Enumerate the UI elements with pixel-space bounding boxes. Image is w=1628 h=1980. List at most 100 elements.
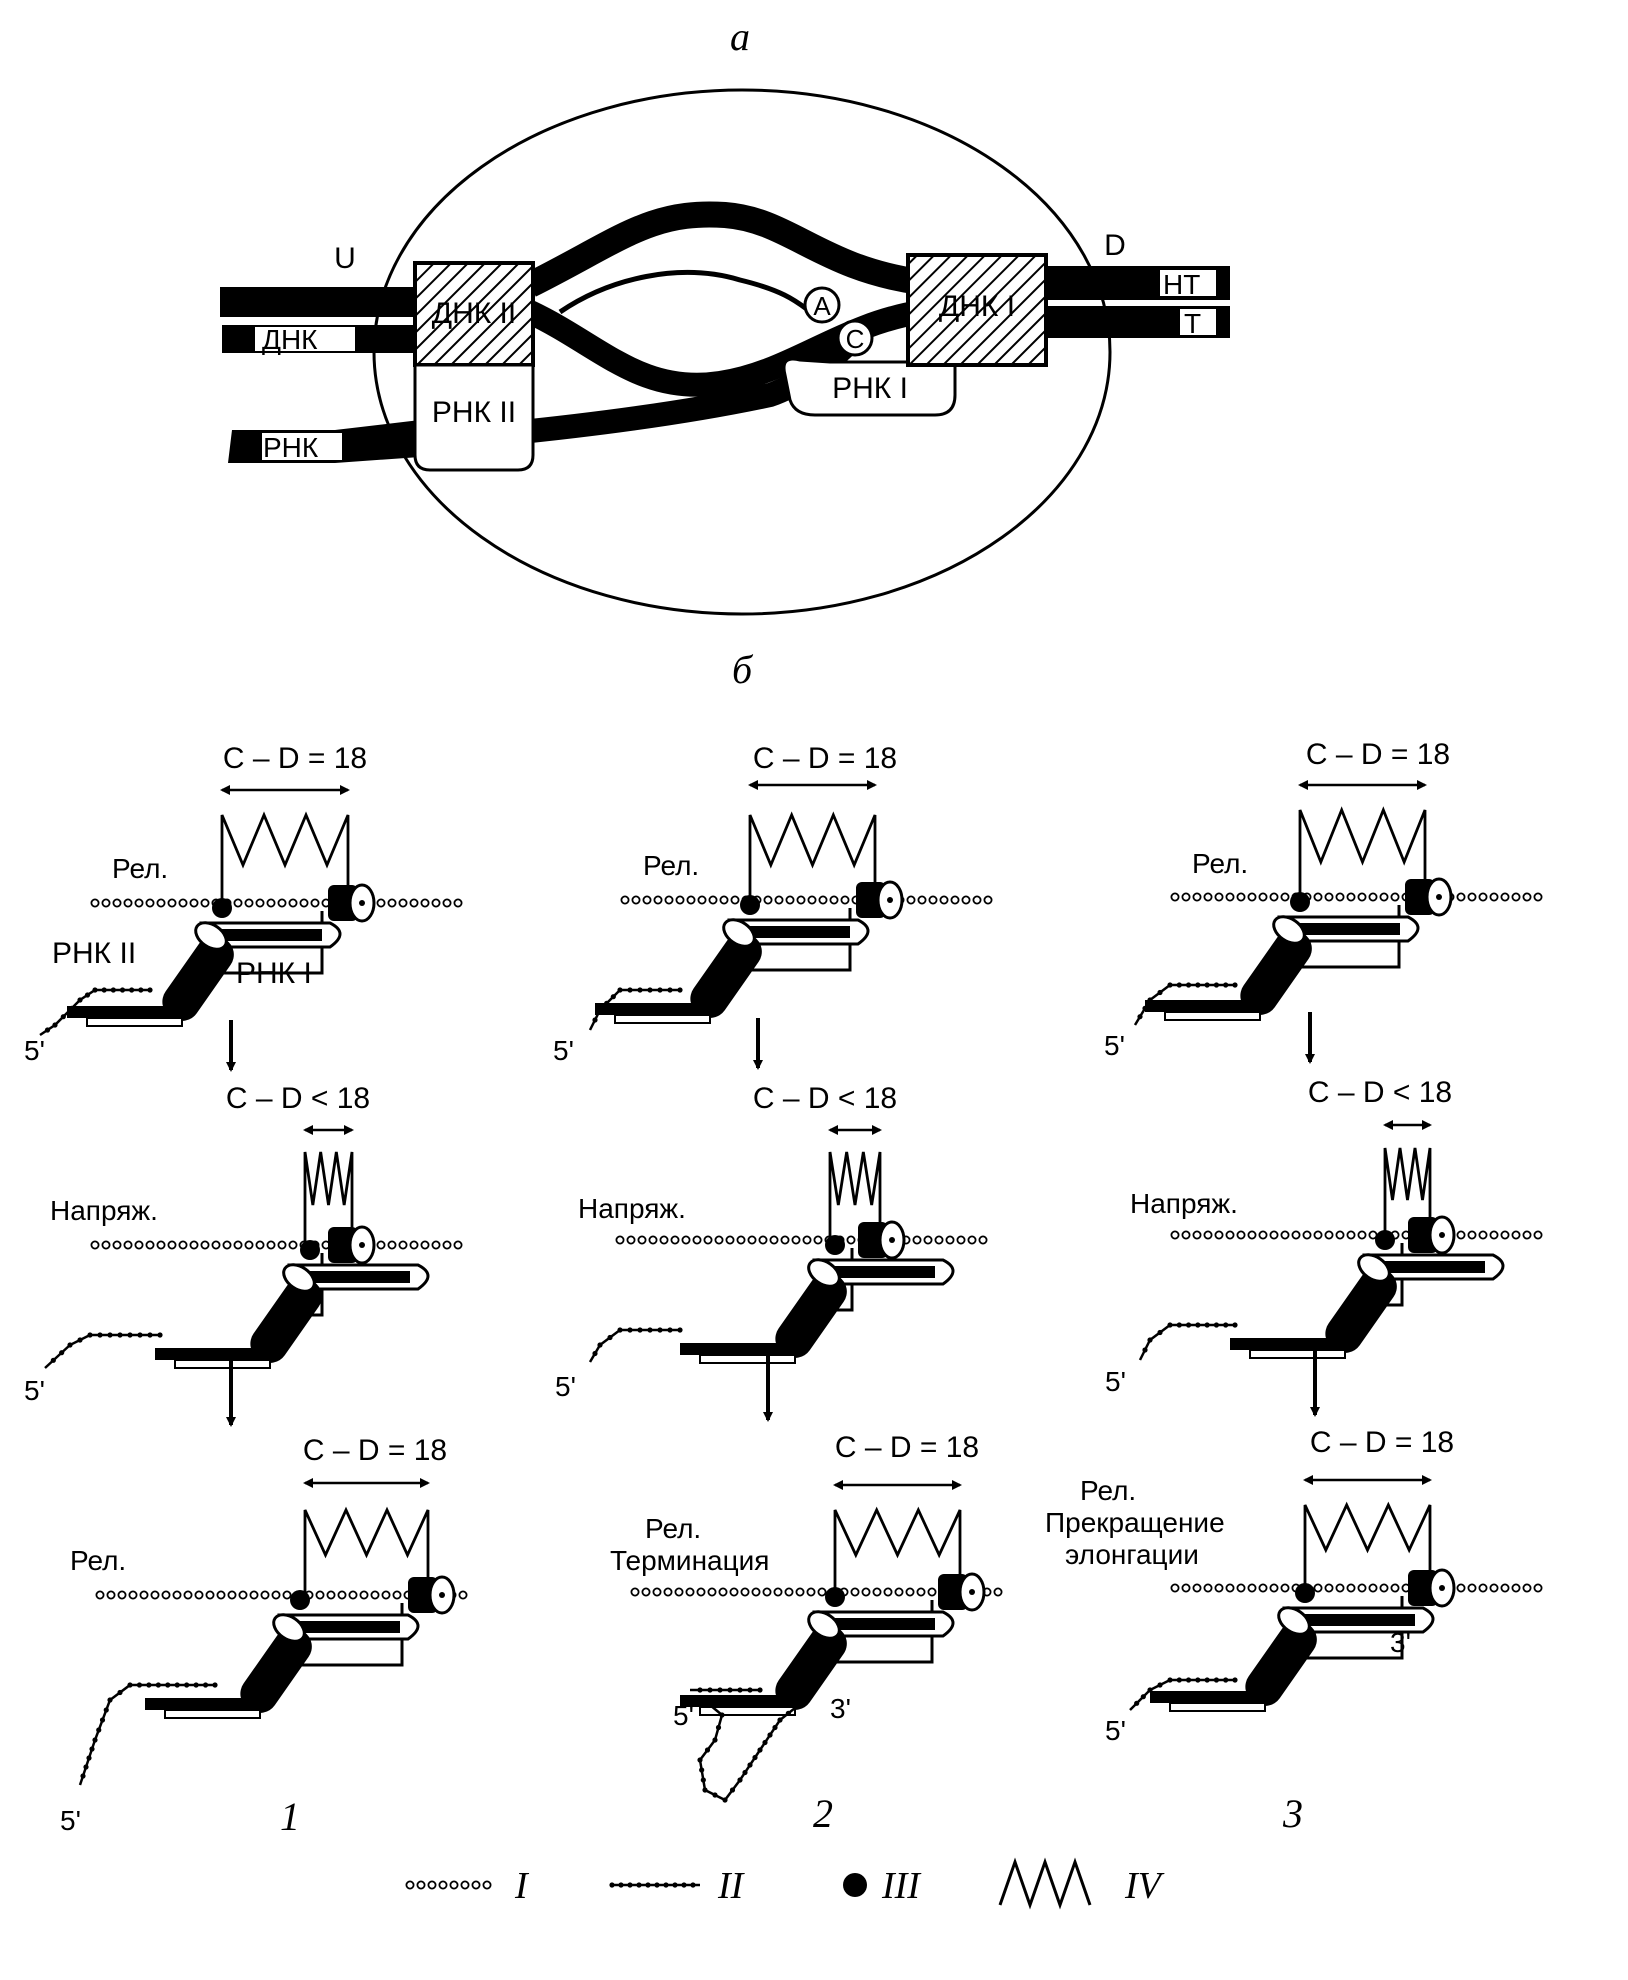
zigzag-tension xyxy=(303,1506,430,1595)
column-1-labels: C – D = 18 Рел. РНК II РНК I 5' C – D < … xyxy=(24,742,447,1839)
col2-bot-state-1: Рел. xyxy=(645,1513,701,1544)
legend-item-4: IV xyxy=(1124,1865,1165,1907)
rna-thin-strand xyxy=(558,270,817,318)
exit-platform xyxy=(1150,1691,1260,1703)
site-dna2-label: ДНК II xyxy=(432,297,516,330)
column-3-mid-scene xyxy=(1138,1120,1543,1361)
col2-bot-three-prime: 3' xyxy=(830,1693,851,1724)
col3-bot-three-prime: 3' xyxy=(1390,1627,1411,1658)
col2-number: 2 xyxy=(813,1791,833,1836)
rna-beads xyxy=(80,1682,218,1779)
col3-mid-five-prime: 5' xyxy=(1105,1366,1126,1397)
end-u-label: U xyxy=(334,242,356,275)
dna-left-label: ДНК xyxy=(262,324,318,355)
rna-left-label: РНК xyxy=(263,432,319,463)
site-rna2-box xyxy=(413,363,535,472)
rna-5prime-tail xyxy=(588,1328,680,1363)
legend-item-2: II xyxy=(717,1865,746,1907)
legend-item-3: III xyxy=(881,1865,922,1907)
dna-bead-chain xyxy=(1170,1230,1543,1240)
exit-platform xyxy=(155,1348,265,1360)
col3-bot-state-1: Рел. xyxy=(1080,1475,1136,1506)
catalytic-site-dot xyxy=(300,1240,320,1260)
col1-top-distance: C – D = 18 xyxy=(223,742,367,775)
dna-bead-chain xyxy=(1170,892,1543,902)
site-dna1-label: ДНК I xyxy=(939,290,1015,323)
site-c-label: C xyxy=(846,324,865,354)
zigzag-tension xyxy=(220,811,350,905)
rna-in-channel xyxy=(300,1621,400,1633)
column-1-mid-scene xyxy=(44,1125,463,1369)
rna2-cylinder xyxy=(775,1624,847,1710)
rna2-cylinder xyxy=(690,932,762,1018)
strand-nt-label: НТ xyxy=(1163,269,1200,300)
legend-rna-symbol xyxy=(609,1882,700,1888)
catalytic-site-dot xyxy=(740,895,760,915)
exit-strand xyxy=(164,1709,261,1719)
rna2-cylinder-face xyxy=(282,1263,316,1293)
dna-bead-chain xyxy=(620,895,993,905)
catalytic-site-dot xyxy=(1295,1583,1315,1603)
rna2-cylinder xyxy=(1240,929,1312,1015)
column-3-top-scene xyxy=(1133,780,1543,1026)
rna-in-channel xyxy=(1300,923,1400,935)
col2-mid-state: Напряж. xyxy=(578,1193,686,1224)
exit-strand xyxy=(1169,1702,1266,1712)
strand-t-label: Т xyxy=(1184,308,1201,339)
rna2-cylinder xyxy=(240,1627,312,1713)
panel-a: а ДНК РНК ДНК II РНК II НТ Т РНК I xyxy=(220,14,1230,616)
exit-platform xyxy=(67,1006,177,1018)
site-c-marker xyxy=(836,319,874,357)
rna-in-channel xyxy=(835,1266,935,1278)
exit-platform xyxy=(595,1003,705,1015)
col1-rna1-label: РНК I xyxy=(236,957,312,990)
col2-top-distance: C – D = 18 xyxy=(753,742,897,775)
col2-bot-five-prime: 5' xyxy=(673,1700,694,1731)
rna-beads xyxy=(50,1332,163,1363)
col2-top-five-prime: 5' xyxy=(553,1035,574,1066)
col3-bot-state-3: элонгации xyxy=(1065,1539,1199,1570)
exit-strand xyxy=(699,1354,796,1364)
site-rna1-box xyxy=(782,357,957,417)
rna2-cylinder-face xyxy=(807,1610,841,1640)
col1-bot-five-prime: 5' xyxy=(60,1805,81,1836)
rna-beads xyxy=(1137,982,1238,1020)
rna-in-channel xyxy=(222,929,322,941)
rna-in-channel xyxy=(1305,1614,1415,1626)
site-rna2-label: РНК II xyxy=(432,396,516,429)
col3-top-five-prime: 5' xyxy=(1104,1030,1125,1061)
zigzag-tension xyxy=(833,1506,962,1595)
rna-in-channel xyxy=(310,1271,410,1283)
zigzag-tension xyxy=(828,1151,882,1245)
site-a-marker xyxy=(803,286,841,324)
dna-left-label-box xyxy=(255,327,355,351)
catalytic-site-dot xyxy=(1290,892,1310,912)
zigzag-tension xyxy=(1298,806,1427,902)
rna-beads xyxy=(592,1327,683,1357)
rna-beads xyxy=(44,987,153,1033)
legend-dna-symbol xyxy=(405,1880,492,1890)
exit-strand xyxy=(699,1706,796,1716)
exit-strand xyxy=(86,1017,183,1027)
rna2-cylinder xyxy=(775,1272,847,1358)
col3-mid-state: Напряж. xyxy=(1130,1188,1238,1219)
col2-top-state: Рел. xyxy=(643,850,699,881)
rna-in-channel xyxy=(835,1618,935,1630)
dna-bead-chain xyxy=(1170,1583,1543,1593)
catalytic-site-dot xyxy=(1375,1230,1395,1250)
rna-left-label-box xyxy=(262,433,342,460)
rna-beads xyxy=(1134,1677,1238,1706)
dna-bead-chain xyxy=(90,898,463,908)
exit-platform xyxy=(145,1698,255,1710)
t-label-box xyxy=(1180,309,1216,335)
column-1-bot-scene xyxy=(78,1478,468,1786)
column-2-bot-scene xyxy=(630,1480,1003,1803)
col1-bot-state: Рел. xyxy=(70,1545,126,1576)
col3-top-state: Рел. xyxy=(1192,848,1248,879)
rna-beads xyxy=(1142,1322,1238,1353)
rna2-cylinder-face xyxy=(194,921,228,951)
col1-bot-distance: C – D = 18 xyxy=(303,1434,447,1467)
col1-top-state: Рел. xyxy=(112,853,168,884)
exit-platform xyxy=(680,1695,790,1707)
legend-item-1: I xyxy=(514,1865,530,1907)
